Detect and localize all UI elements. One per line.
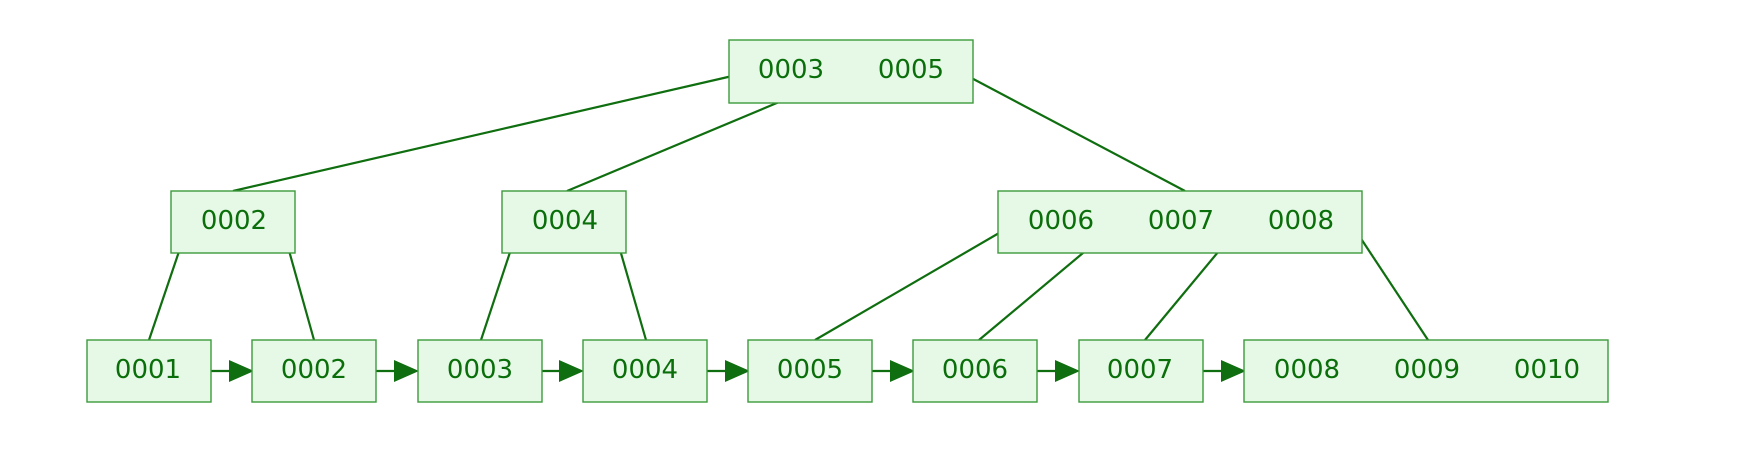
leaf-node-3-box: [417, 339, 543, 403]
leaf-node-6-key-1: 0006: [942, 355, 1008, 385]
root-key-2: 0005: [878, 55, 944, 85]
leaf-node-8-box: [1243, 339, 1609, 403]
internal-node-2-key-1: 0004: [532, 206, 598, 236]
leaf-node-8-key-2: 0009: [1394, 355, 1460, 385]
leaf-link-1: [210, 360, 254, 382]
internal-node-3-key-2: 0007: [1148, 206, 1214, 236]
leaf-node-4-box: [582, 339, 708, 403]
leaf-node-5-box: [747, 339, 873, 403]
arrowhead-icon: [394, 360, 419, 382]
leaf-node-2: 0002: [251, 339, 377, 403]
leaf-link-3: [541, 360, 584, 382]
leaf-node-8-key-1: 0008: [1274, 355, 1340, 385]
arrowhead-icon: [725, 360, 750, 382]
root-node: 0003 0005: [728, 39, 974, 104]
leaf-node-1-key-1: 0001: [115, 355, 181, 385]
leaf-link-6: [1037, 360, 1080, 382]
root-node-box: [728, 39, 974, 104]
leaf-links: [210, 360, 1246, 382]
leaf-node-3-key-1: 0003: [447, 355, 513, 385]
arrowhead-icon: [559, 360, 584, 382]
leaf-node-6-box: [912, 339, 1038, 403]
arrowhead-icon: [890, 360, 915, 382]
arrowhead-icon: [1221, 360, 1246, 382]
edge-root-to-node-0002: [232, 72, 742, 193]
leaf-node-3: 0003: [417, 339, 543, 403]
leaf-node-1-box: [86, 339, 212, 403]
leaf-node-2-box: [251, 339, 377, 403]
leaf-node-5-key-1: 0005: [777, 355, 843, 385]
edge-0006-to-leaf-0005: [814, 221, 1019, 341]
internal-node-3-key-1: 0006: [1028, 206, 1094, 236]
arrowhead-icon: [1055, 360, 1080, 382]
leaf-node-8-key-3: 0010: [1514, 355, 1580, 385]
leaf-node-7-box: [1078, 339, 1204, 403]
leaf-node-8: 0008 0009 0010: [1243, 339, 1609, 403]
internal-node-1-box: [170, 190, 296, 254]
leaf-node-7: 0007: [1078, 339, 1204, 403]
leaf-node-4-key-1: 0004: [612, 355, 678, 385]
root-key-1: 0003: [758, 55, 824, 85]
edge-0008-to-leaf-0008: [1349, 221, 1429, 341]
leaf-link-2: [376, 360, 419, 382]
leaf-node-7-key-1: 0007: [1107, 355, 1173, 385]
internal-node-1-key-1: 0002: [201, 206, 267, 236]
leaf-link-5: [872, 360, 915, 382]
internal-node-3-box: [997, 190, 1363, 254]
leaf-node-2-key-1: 0002: [281, 355, 347, 385]
leaf-link-4: [706, 360, 750, 382]
internal-node-3-key-3: 0008: [1268, 206, 1334, 236]
leaf-link-7: [1202, 360, 1246, 382]
internal-node-2: 0004: [501, 190, 627, 254]
internal-node-3: 0006 0007 0008: [997, 190, 1363, 254]
root-edges: [232, 69, 1186, 193]
leaf-node-6: 0006: [912, 339, 1038, 403]
leaf-node-4: 0004: [582, 339, 708, 403]
internal-node-1: 0002: [170, 190, 296, 254]
leaf-node-5: 0005: [747, 339, 873, 403]
edge-root-to-node-0006: [961, 72, 1186, 192]
internal-node-2-box: [501, 190, 627, 254]
arrowhead-icon: [229, 360, 254, 382]
leaf-node-1: 0001: [86, 339, 212, 403]
